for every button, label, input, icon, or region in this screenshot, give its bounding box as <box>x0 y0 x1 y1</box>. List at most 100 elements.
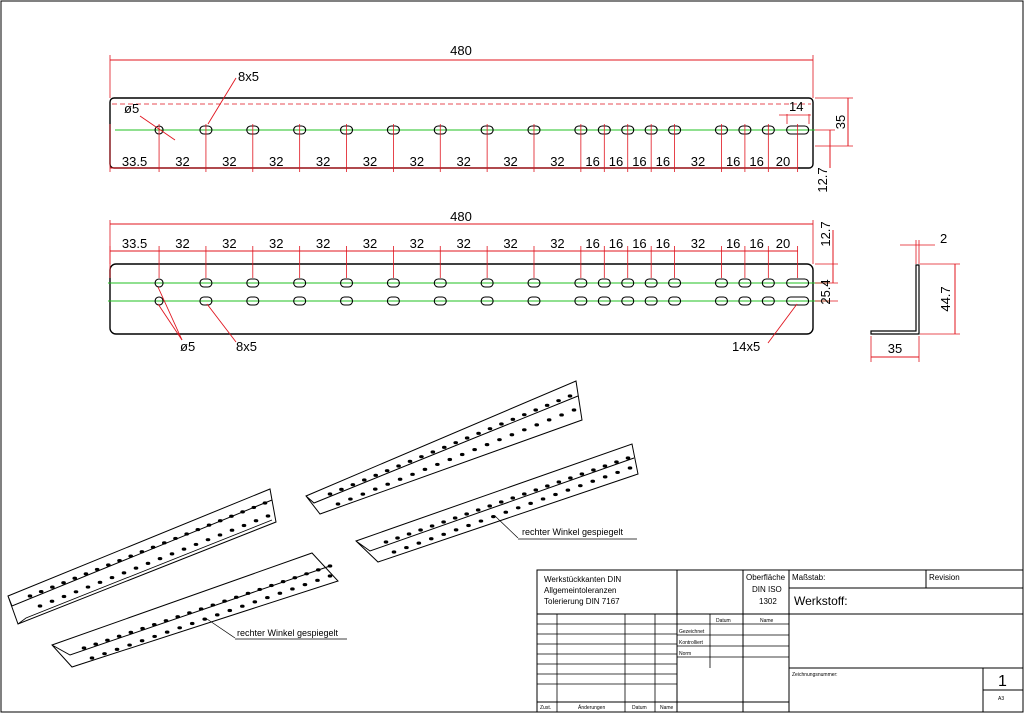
iso-hole <box>121 571 127 575</box>
iso-hole <box>202 617 208 621</box>
tb-footer-date: Datum <box>632 705 647 711</box>
top-spacing-label: 32 <box>175 154 189 169</box>
iso-hole <box>447 457 453 462</box>
front-slot-callout: 8x5 <box>236 339 257 354</box>
top-spacing-label: 32 <box>222 154 236 169</box>
iso-hole <box>109 575 115 580</box>
iso-hole <box>105 638 110 642</box>
iso-hole <box>459 452 465 457</box>
iso-hole <box>214 613 220 617</box>
iso-hole <box>117 558 122 563</box>
iso-hole <box>37 604 43 608</box>
tb-norm-label: Norm <box>679 651 691 657</box>
top-offset-dim: 12.7 <box>815 167 830 192</box>
top-slot-callout: 8x5 <box>238 69 259 84</box>
iso-hole <box>422 467 428 471</box>
iso-hole <box>361 478 367 482</box>
tb-checked-label: Kontrolliert <box>679 640 704 646</box>
iso-hole <box>265 595 270 600</box>
top-spacing-label: 32 <box>269 154 283 169</box>
iso-bracket-right-lower: rechter Winkel gespiegelt <box>355 443 639 563</box>
iso-hole <box>175 615 181 619</box>
iso-hole <box>229 514 234 518</box>
top-spacing-label: 16 <box>749 154 763 169</box>
iso-hole <box>94 567 100 572</box>
iso-hole <box>210 603 216 607</box>
iso-hole <box>484 443 490 447</box>
iso-hole <box>466 523 471 528</box>
tb-edges-line2: Allgemeintoleranzen <box>544 586 617 595</box>
top-end-slot-callout: 14 <box>789 99 803 114</box>
iso-hole <box>245 591 251 595</box>
iso-hole <box>290 587 295 591</box>
iso-hole <box>407 459 413 463</box>
iso-hole <box>114 647 120 651</box>
iso-hole <box>89 656 95 660</box>
iso-hole <box>360 492 366 496</box>
iso-bracket-right-lower-body <box>355 443 639 563</box>
slot <box>246 296 260 306</box>
end-slot <box>786 296 810 306</box>
iso-hole <box>428 537 434 541</box>
top-height-dim: 35 <box>833 115 848 129</box>
front-spacing-label: 32 <box>410 236 424 251</box>
iso-hole <box>157 557 163 561</box>
slot <box>644 296 658 306</box>
iso-hole <box>265 514 271 518</box>
iso-hole <box>540 497 546 501</box>
tb-footer-name: Name <box>660 705 674 711</box>
front-spacing-label: 32 <box>550 236 564 251</box>
iso-hole <box>50 585 55 589</box>
iso-bracket-left-upper-body <box>7 488 277 625</box>
slot <box>527 296 541 306</box>
iso-bracket-left-lower: rechter Winkel gespiegelt <box>51 552 347 668</box>
iso-hole <box>241 523 247 528</box>
front-spacing-label: 32 <box>175 236 189 251</box>
iso-hole <box>522 428 527 432</box>
iso-hole <box>72 576 78 580</box>
iso-hole <box>27 594 33 598</box>
iso-hole <box>475 508 481 512</box>
front-spacing-label: 16 <box>609 236 623 251</box>
iso-hole <box>233 595 239 599</box>
iso-hole <box>133 566 139 570</box>
tb-drawn-label: Gezeichnet <box>679 629 705 635</box>
front-view-outline <box>109 263 814 335</box>
top-spacing-label: 32 <box>503 154 517 169</box>
iso-hole <box>591 468 596 472</box>
iso-hole <box>257 587 263 592</box>
slot <box>527 278 541 288</box>
front-spacing-label: 32 <box>456 236 470 251</box>
iso-hole <box>430 450 436 454</box>
section-profile: 2 44.7 35 <box>870 231 960 362</box>
iso-hole <box>38 589 44 594</box>
slot <box>339 296 354 306</box>
iso-hole <box>498 500 504 504</box>
iso-hole <box>315 568 321 572</box>
iso-hole <box>441 445 447 449</box>
iso-hole <box>372 487 378 491</box>
angle-profile <box>870 264 920 335</box>
iso-hole <box>339 487 344 491</box>
iso-hole <box>384 469 390 473</box>
iso-hole <box>627 466 633 470</box>
iso-hole <box>571 408 577 412</box>
iso-hole <box>487 504 493 508</box>
iso-hole <box>396 464 401 468</box>
top-spacing-label: 33.5 <box>122 154 147 169</box>
iso-hole <box>189 621 195 626</box>
iso-hole <box>499 422 504 426</box>
slot <box>246 278 260 288</box>
iso-hole <box>567 394 573 398</box>
top-hole-leader <box>139 115 176 141</box>
iso-hole <box>152 634 157 639</box>
slot <box>339 278 354 288</box>
front-view-holes <box>154 278 810 306</box>
slot <box>668 296 682 306</box>
top-slot-leader <box>207 77 237 125</box>
iso-hole <box>229 528 235 532</box>
top-spacing-label: 16 <box>726 154 740 169</box>
iso-hole <box>262 501 268 505</box>
